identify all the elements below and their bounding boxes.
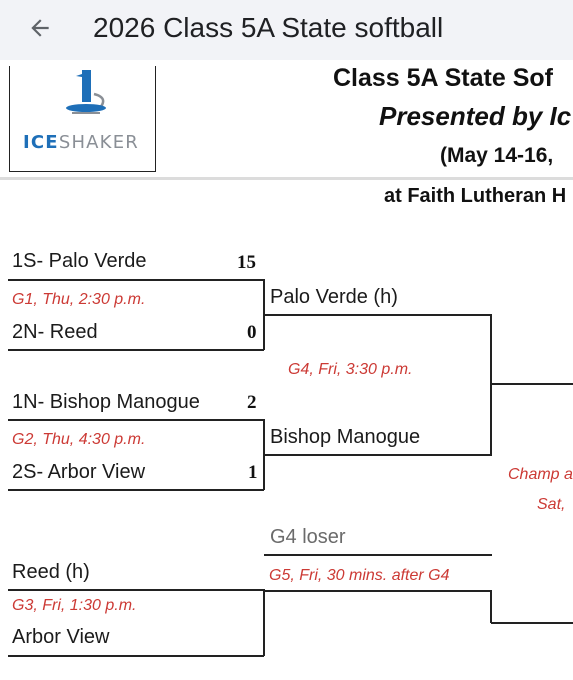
champ-game-info: Champ a	[508, 466, 573, 483]
logo-ice-text: ICE	[23, 132, 59, 153]
divider	[0, 177, 573, 180]
g4-team-top: Palo Verde (h)	[270, 286, 398, 308]
bracket-line	[263, 279, 265, 350]
g2-score-top: 2	[247, 392, 257, 413]
g3-team-bottom: Arbor View	[12, 626, 110, 648]
g1-team-top: 1S- Palo Verde	[12, 250, 147, 272]
bracket-line	[264, 314, 492, 316]
bracket-line	[264, 590, 492, 592]
g4-team-bottom: Bishop Manogue	[270, 426, 421, 448]
g2-score-bottom: 1	[248, 462, 258, 483]
page-title: 2026 Class 5A State softball	[93, 12, 444, 43]
g1-game-info: G1, Thu, 2:30 p.m.	[12, 291, 146, 308]
iceshaker-logo: ICESHAKER	[9, 66, 156, 172]
document-view[interactable]: ICESHAKER Class 5A State Sof Presented b…	[0, 60, 573, 680]
bracket-line	[8, 349, 264, 351]
logo-shaker-text: SHAKER	[58, 132, 139, 153]
bracket-line	[8, 419, 264, 421]
arrow-left-icon	[31, 19, 49, 37]
bracket-line	[491, 383, 573, 385]
bracket-line	[264, 554, 492, 556]
g2-team-top: 1N- Bishop Manogue	[12, 391, 200, 413]
g1-team-bottom: 2N- Reed	[12, 321, 98, 343]
g3-team-top: Reed (h)	[12, 561, 90, 583]
g1-score-bottom: 0	[247, 322, 257, 343]
g4-game-info: G4, Fri, 3:30 p.m.	[288, 361, 413, 378]
bracket-line	[8, 589, 264, 591]
app-bar: 2026 Class 5A State softball	[0, 0, 573, 60]
bracket-line	[491, 622, 573, 624]
bracket-line	[490, 590, 492, 623]
g1-score-top: 15	[237, 252, 256, 273]
event-sponsor: Presented by Ic	[379, 101, 572, 131]
back-button[interactable]	[22, 10, 58, 46]
event-dates: (May 14-16,	[440, 144, 554, 167]
g2-game-info: G2, Thu, 4:30 p.m.	[12, 431, 146, 448]
g3-game-info: G3, Fri, 1:30 p.m.	[12, 597, 137, 614]
iceshaker-logo-icon	[66, 70, 106, 114]
event-venue: at Faith Lutheran H	[384, 185, 567, 207]
g5-game-info: G5, Fri, 30 mins. after G4	[269, 567, 450, 584]
champ-game-day: Sat,	[537, 496, 566, 513]
g5-team-top: G4 loser	[270, 526, 346, 548]
bracket-line	[263, 419, 265, 490]
bracket-line	[8, 655, 264, 657]
bracket-line	[8, 489, 264, 491]
event-title: Class 5A State Sof	[333, 64, 553, 92]
bracket-line	[264, 454, 492, 456]
bracket-line	[490, 314, 492, 455]
bracket-line	[263, 589, 265, 656]
bracket-line	[8, 279, 264, 281]
g2-team-bottom: 2S- Arbor View	[12, 461, 146, 483]
